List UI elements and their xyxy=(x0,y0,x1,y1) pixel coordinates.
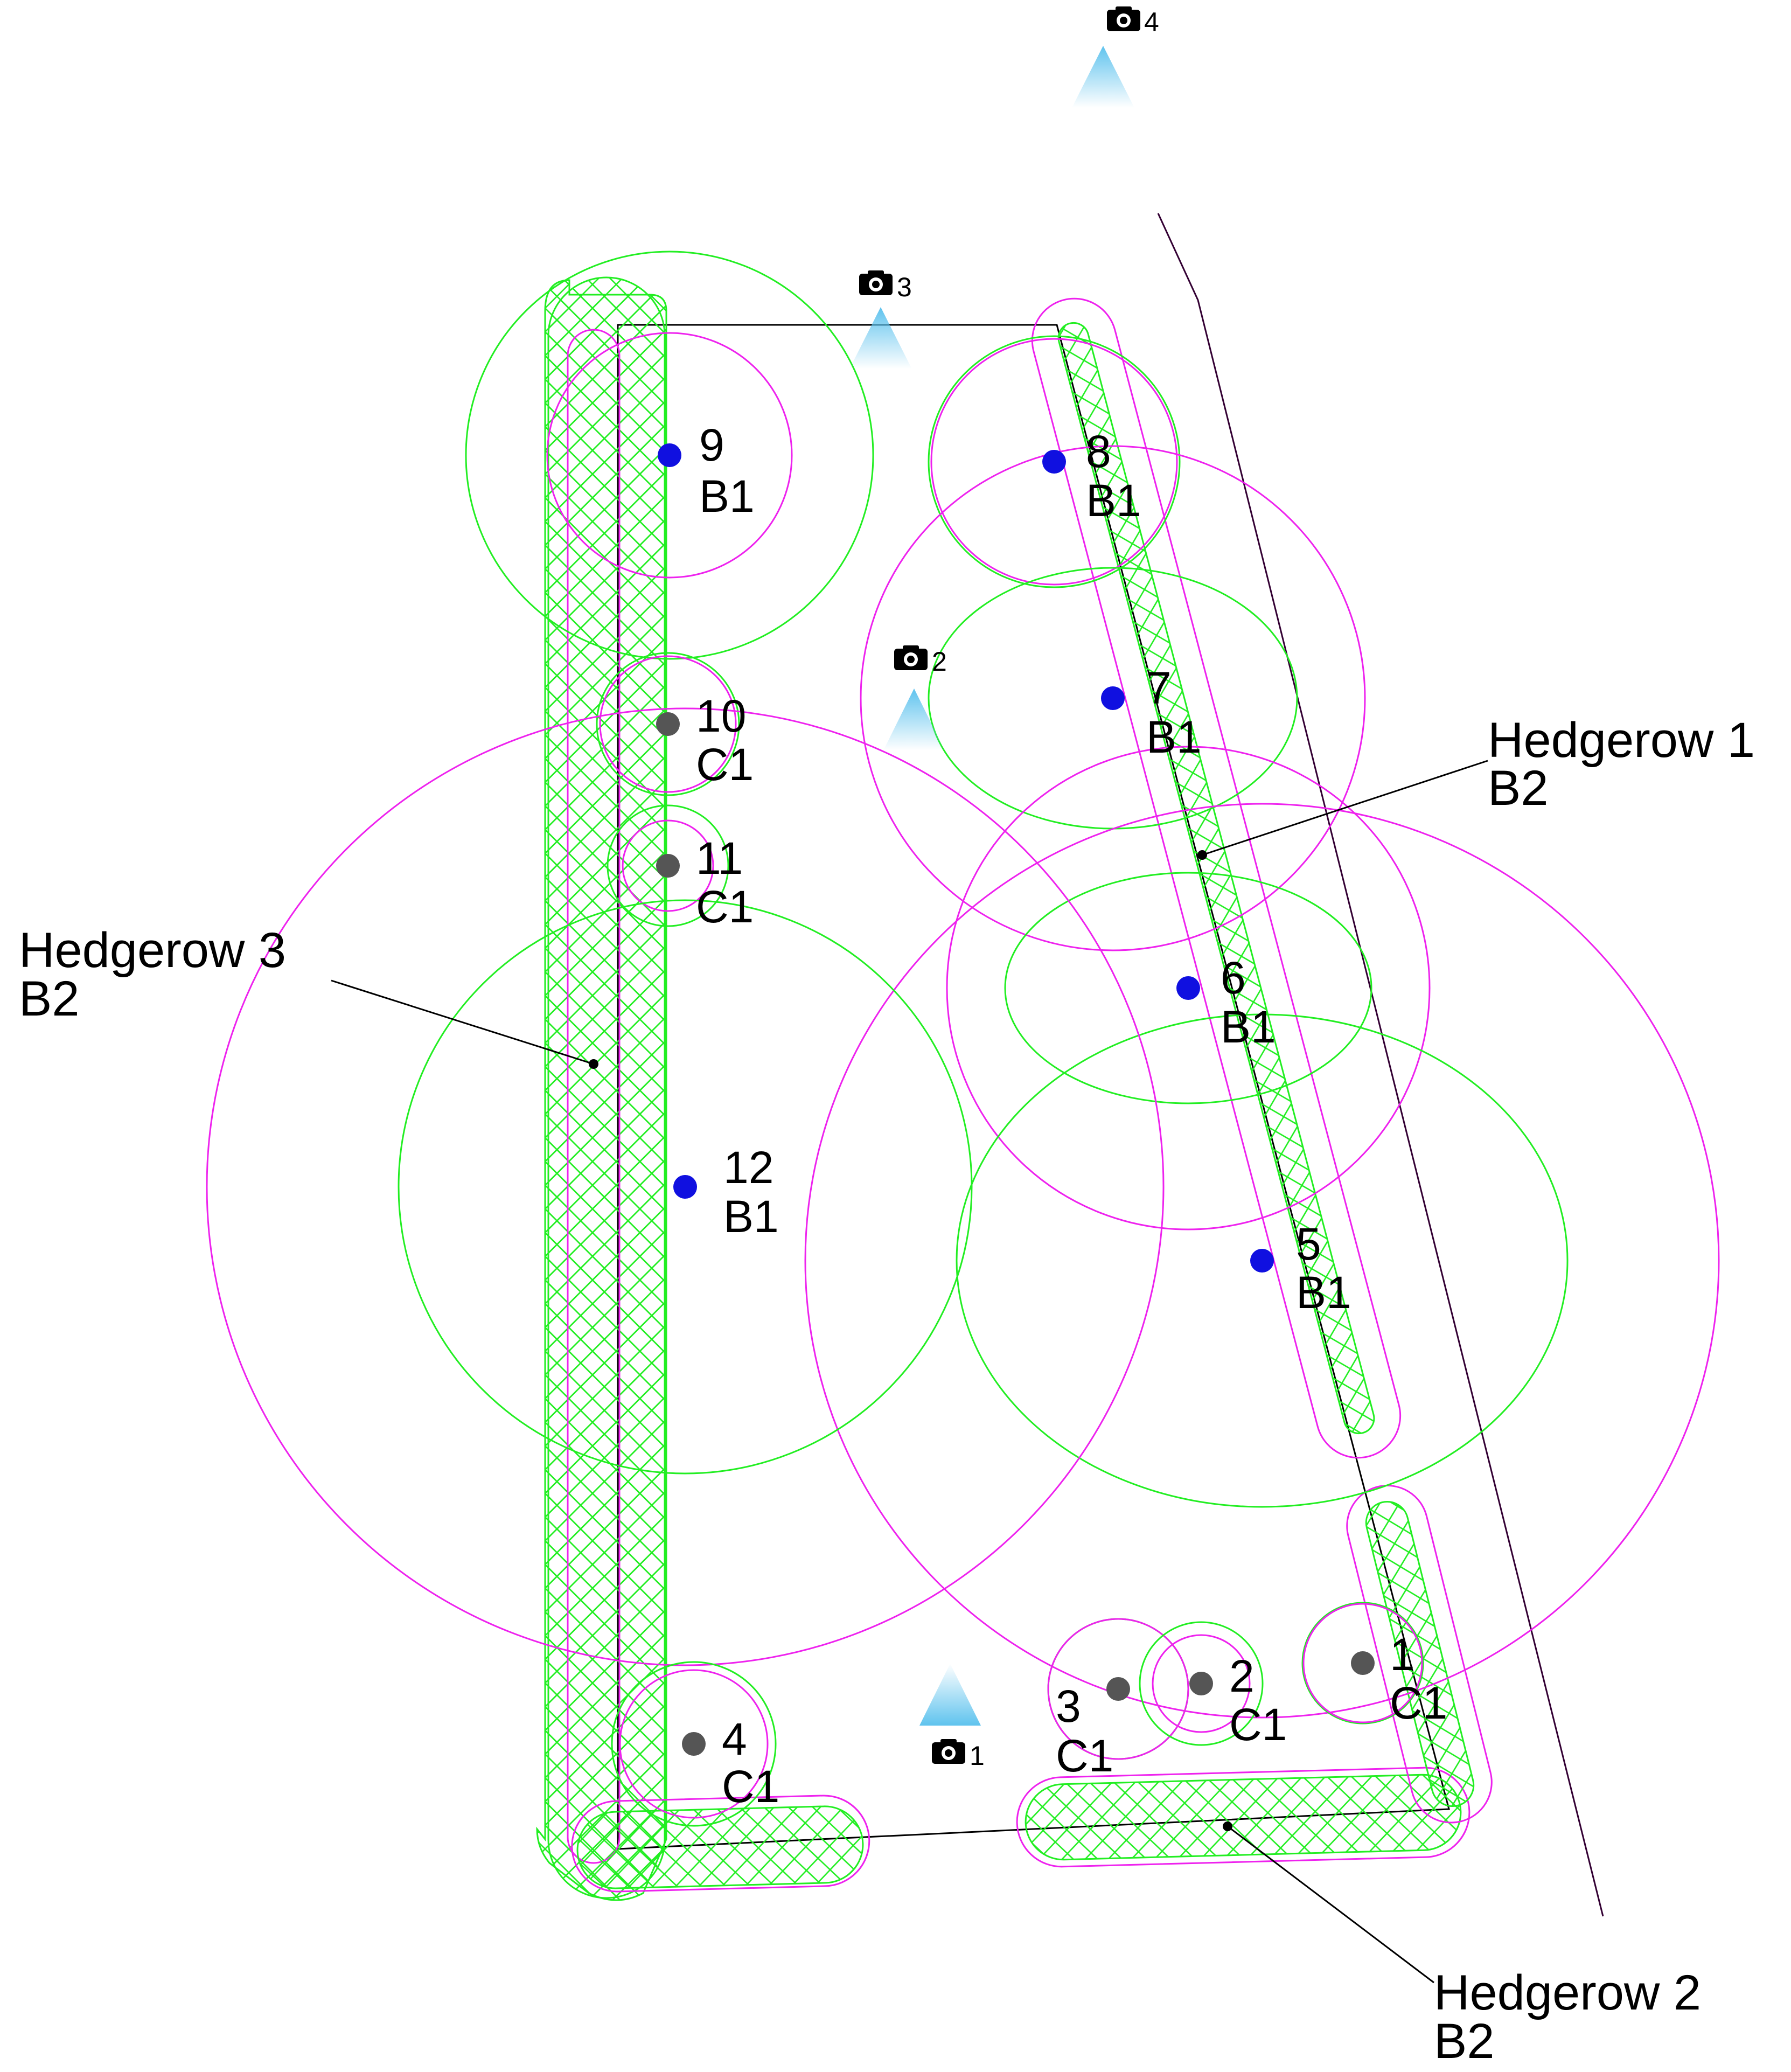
tree-6-spread xyxy=(946,746,1431,1230)
tree-2-spread xyxy=(1139,1621,1264,1746)
camera-icon xyxy=(932,1739,965,1764)
tree-5-number: 5 xyxy=(1296,1219,1321,1269)
tree-8-spread xyxy=(928,335,1181,588)
tree-10-category: C1 xyxy=(696,739,754,790)
tree-5-stem xyxy=(1250,1249,1274,1273)
camera-4-number: 4 xyxy=(1144,7,1159,37)
tree-1-spread xyxy=(1301,1602,1424,1725)
view-cone xyxy=(1072,46,1134,108)
tree-5-spread xyxy=(804,803,1720,1719)
tree-4-number: 4 xyxy=(722,1714,747,1764)
hedgerow-2-label: Hedgerow 2 B2 xyxy=(1223,1821,1701,2069)
tree-10-number: 10 xyxy=(696,691,746,741)
tree-12: 12 B1 xyxy=(673,1142,779,1242)
hedgerow-1-category: B2 xyxy=(1488,761,1549,816)
camera-icon xyxy=(1107,6,1140,31)
tree-8-stem xyxy=(1042,450,1066,474)
tree-2-stem xyxy=(1189,1672,1213,1695)
tree-11-category: C1 xyxy=(696,881,754,932)
tree-3: 3 C1 xyxy=(1056,1677,1130,1781)
tree-1-stem xyxy=(1351,1651,1375,1675)
tree-2-category: C1 xyxy=(1229,1699,1287,1750)
camera-viewpoint-2: 2 xyxy=(883,645,947,750)
hedgerow-1-area xyxy=(1031,297,1402,1459)
tree-2: 2 C1 xyxy=(1189,1651,1287,1750)
view-cone xyxy=(883,689,945,750)
camera-viewpoint-4: 4 xyxy=(1072,6,1159,108)
hedgerow-1-label: Hedgerow 1 B2 xyxy=(1197,713,1755,860)
tree-7: 7 B1 xyxy=(1101,663,1202,762)
tree-8-category: B1 xyxy=(1086,475,1141,526)
tree-9-spread xyxy=(465,251,874,660)
tree-11-number: 11 xyxy=(696,833,743,884)
tree-1: 1 C1 xyxy=(1351,1629,1447,1728)
camera-viewpoint-3: 3 xyxy=(849,270,912,369)
tree-10-spread xyxy=(596,652,740,796)
tree-6-category: B1 xyxy=(1221,1002,1276,1052)
hedgerow-2-category: B2 xyxy=(1434,2014,1495,2069)
tree-11-spread xyxy=(607,804,729,927)
tree-3-number: 3 xyxy=(1056,1681,1081,1732)
tree-3-category: C1 xyxy=(1056,1730,1113,1781)
tree-10-stem xyxy=(656,712,680,736)
hedgerow-3-label: Hedgerow 3 B2 xyxy=(19,923,598,1069)
view-cone xyxy=(849,307,912,369)
hedgerow-2-area xyxy=(1016,1767,1471,1868)
tree-9: 9 B1 xyxy=(658,420,755,522)
camera-3-number: 3 xyxy=(897,272,912,302)
tree-6-number: 6 xyxy=(1221,952,1246,1003)
tree-3-stem xyxy=(1106,1677,1130,1701)
tree-9-stem xyxy=(658,443,681,467)
tree-4-spread xyxy=(611,1661,777,1827)
tree-9-number: 9 xyxy=(699,420,724,470)
camera-icon xyxy=(859,270,893,295)
camera-1-number: 1 xyxy=(970,1741,985,1771)
tree-7-number: 7 xyxy=(1146,663,1172,713)
hedgerow-bottom-left-area xyxy=(571,1795,870,1893)
hedgerow-2-return-area xyxy=(1346,1485,1493,1824)
tree-1-category: C1 xyxy=(1390,1678,1447,1728)
tree-12-stem xyxy=(673,1175,697,1199)
tree-5-category: B1 xyxy=(1296,1267,1351,1318)
tree-1-number: 1 xyxy=(1390,1629,1415,1680)
tree-11-stem xyxy=(656,854,680,878)
tree-12-category: B1 xyxy=(723,1191,779,1242)
camera-viewpoint-1: 1 xyxy=(919,1664,985,1771)
tree-12-spread xyxy=(206,707,1165,1666)
tree-4-category: C1 xyxy=(722,1761,779,1812)
tree-7-stem xyxy=(1101,686,1125,710)
tree-3-spread xyxy=(1047,1618,1189,1760)
tree-6-stem xyxy=(1176,976,1200,1000)
view-cone xyxy=(919,1664,981,1726)
hedgerow-3-area xyxy=(536,276,667,1901)
camera-icon xyxy=(894,645,928,670)
tree-11: 11 C1 xyxy=(656,833,754,932)
camera-2-number: 2 xyxy=(932,646,947,677)
tree-9-category: B1 xyxy=(699,471,755,522)
tree-7-category: B1 xyxy=(1146,712,1202,762)
tree-4: 4 C1 xyxy=(682,1714,779,1812)
hedgerow-2-name: Hedgerow 2 xyxy=(1434,1965,1701,2020)
tree-10: 10 C1 xyxy=(656,691,754,790)
hedgerow-3-name: Hedgerow 3 xyxy=(19,923,286,978)
tree-8: 8 B1 xyxy=(1042,426,1141,526)
hedgerow-3-category: B2 xyxy=(19,971,80,1026)
tree-5: 5 B1 xyxy=(1250,1219,1351,1318)
hedgerow-1-name: Hedgerow 1 xyxy=(1488,713,1755,768)
tree-6: 6 B1 xyxy=(1176,952,1276,1052)
tree-2-number: 2 xyxy=(1229,1651,1255,1701)
tree-12-number: 12 xyxy=(723,1142,773,1193)
road-edge-line xyxy=(1157,213,1604,1917)
tree-4-stem xyxy=(682,1732,706,1756)
tree-8-number: 8 xyxy=(1086,426,1111,477)
